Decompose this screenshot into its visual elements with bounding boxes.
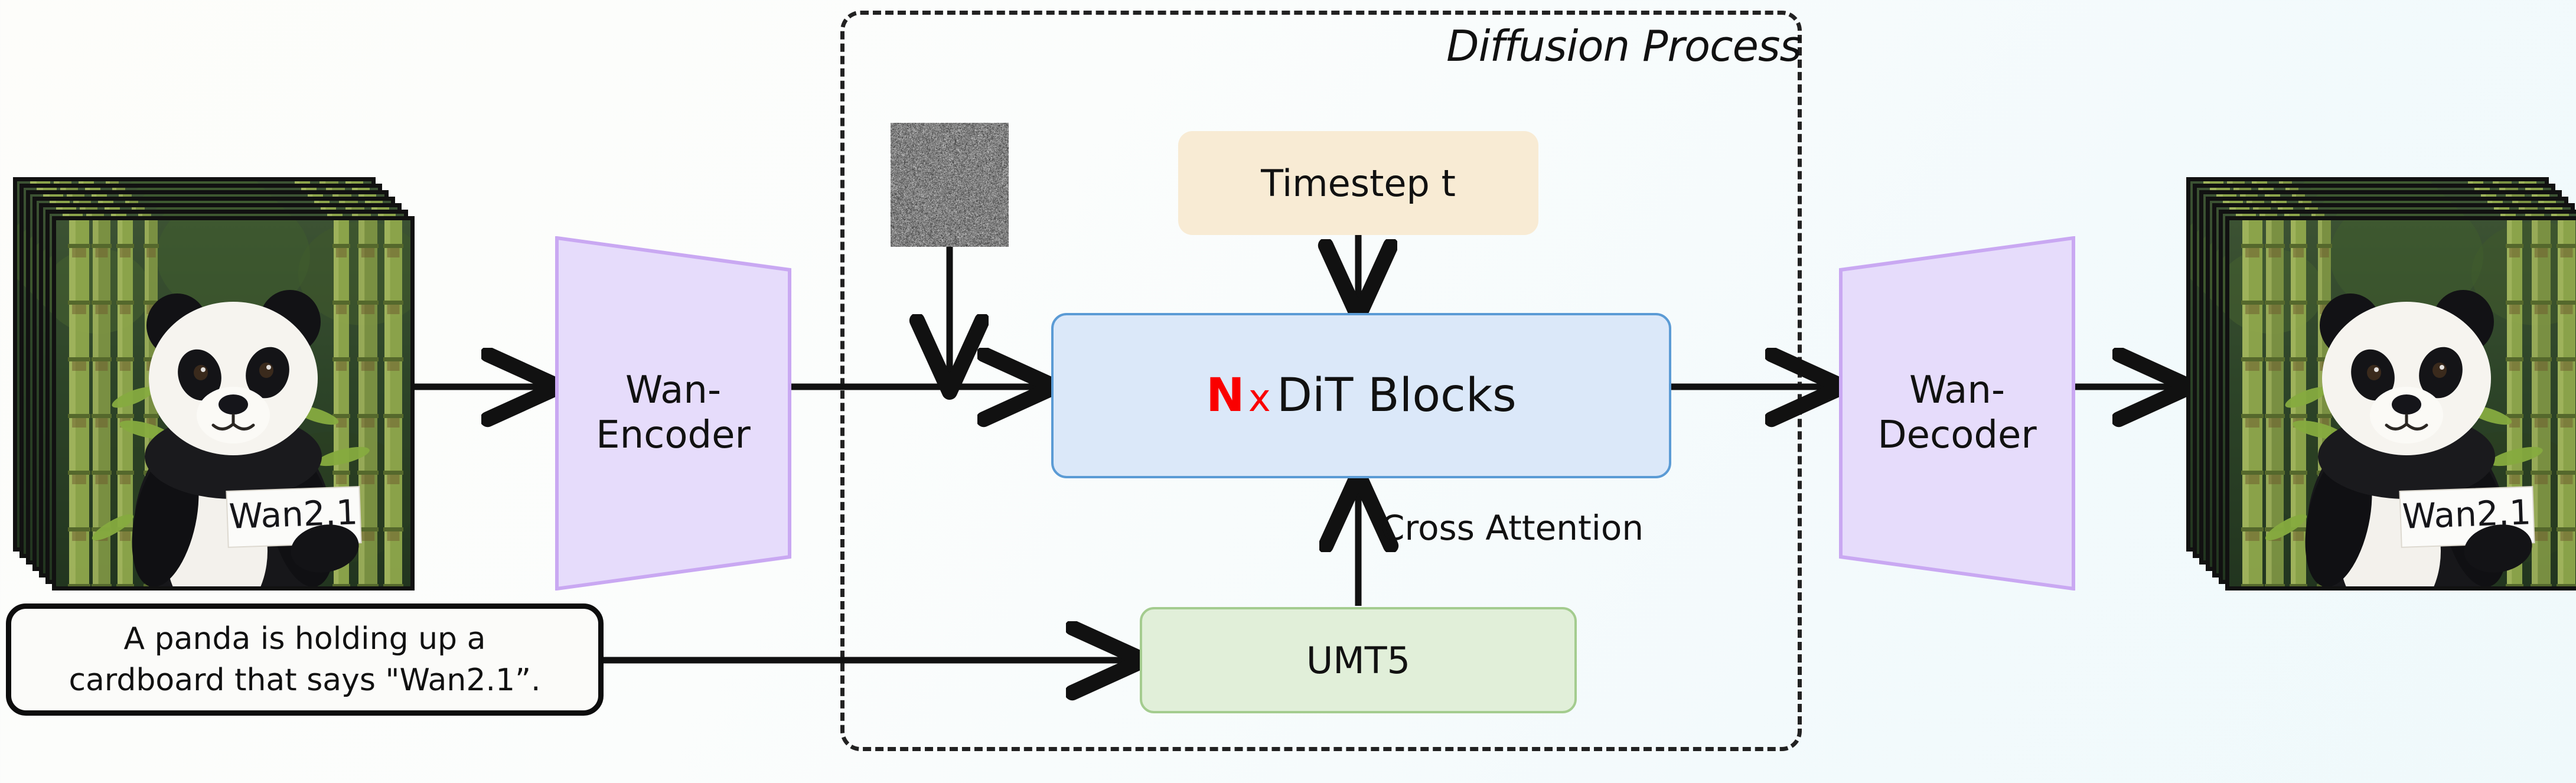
encoder-label-line1: Wan- (625, 368, 721, 412)
umt5-label: UMT5 (1306, 639, 1410, 682)
wan-decoder-block[interactable]: Wan- Decoder (1839, 236, 2075, 590)
dit-multiplier: N (1206, 369, 1244, 422)
wan-encoder-label: Wan- Encoder (596, 368, 751, 458)
cross-attention-label: Cross Attention (1381, 508, 1644, 548)
prompt-line2: cardboard that says "Wan2.1”. (69, 663, 540, 698)
text-prompt-box[interactable]: A panda is holding up a cardboard that s… (6, 603, 604, 716)
dit-times-symbol: x (1248, 377, 1271, 420)
decoder-label-line1: Wan- (1909, 368, 2005, 412)
video-frame: Wan2.1 (2225, 216, 2576, 590)
gaussian-noise-icon (891, 123, 1009, 247)
wan-encoder-block[interactable]: Wan- Encoder (555, 236, 791, 590)
timestep-block[interactable]: Timestep t (1178, 131, 1538, 235)
text-prompt-content: A panda is holding up a cardboard that s… (69, 618, 540, 701)
dit-blocks-text: DiT Blocks (1277, 369, 1517, 422)
umt5-block[interactable]: UMT5 (1140, 607, 1577, 713)
prompt-line1: A panda is holding up a (124, 621, 486, 657)
dit-blocks-block[interactable]: NxDiT Blocks (1051, 313, 1671, 478)
video-frame: Wan2.1 (52, 216, 415, 590)
decoder-label-line2: Decoder (1877, 413, 2036, 457)
timestep-label: Timestep t (1261, 162, 1456, 205)
encoder-label-line2: Encoder (596, 413, 751, 457)
dit-blocks-label: NxDiT Blocks (1206, 369, 1517, 422)
output-video-frame-stack: Wan2.1Wan2.1Wan2.1Wan2.1Wan2.1Wan2.1Wan2… (2186, 177, 2576, 590)
wan-decoder-label: Wan- Decoder (1877, 368, 2036, 458)
input-video-frame-stack: Wan2.1Wan2.1Wan2.1Wan2.1Wan2.1Wan2.1Wan2… (13, 177, 403, 590)
